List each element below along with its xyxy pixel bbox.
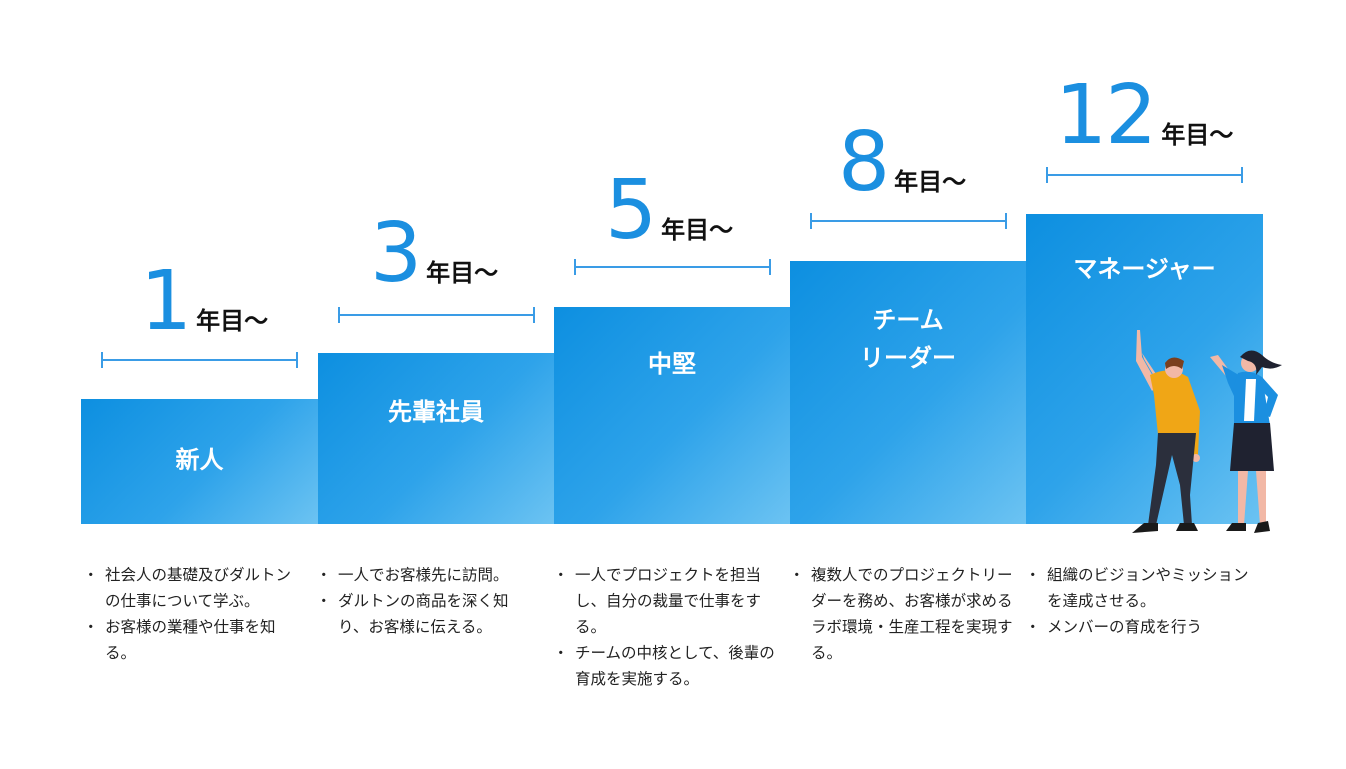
year-label-3: 3 年目〜 (370, 206, 498, 301)
year-suffix: 年目〜 (426, 259, 499, 287)
step-notes-2: 一人でお客様先に訪問。 ダルトンの商品を深く知り、お客様に伝える。 (316, 562, 536, 640)
step-block-4: チーム リーダー (790, 261, 1026, 524)
step-title: 新人 (175, 446, 224, 474)
year-number: 1 (140, 254, 192, 349)
year-suffix: 年目〜 (196, 307, 269, 335)
man-figure (1132, 330, 1200, 533)
note-item: 一人でお客様先に訪問。 (316, 562, 536, 588)
step-title: 先輩社員 (388, 398, 484, 426)
year-label-12: 12 年目〜 (1055, 68, 1233, 163)
year-number: 5 (605, 163, 657, 258)
range-bracket (810, 213, 1007, 229)
step-title: チーム リーダー (860, 306, 956, 372)
note-item: 複数人でのプロジェクトリーダーを務め、お客様が求めるラボ環境・生産工程を実現する… (789, 562, 1014, 666)
note-item: お客様の業種や仕事を知る。 (83, 614, 303, 666)
year-suffix: 年目〜 (1161, 121, 1234, 149)
range-bracket (338, 307, 535, 323)
year-suffix: 年目〜 (894, 168, 967, 196)
note-item: メンバーの育成を行う (1025, 614, 1250, 640)
step-notes-4: 複数人でのプロジェクトリーダーを務め、お客様が求めるラボ環境・生産工程を実現する… (789, 562, 1014, 666)
note-item: 組織のビジョンやミッションを達成させる。 (1025, 562, 1250, 614)
step-notes-3: 一人でプロジェクトを担当し、自分の裁量で仕事をする。 チームの中核として、後輩の… (553, 562, 778, 692)
year-suffix: 年目〜 (661, 216, 734, 244)
note-item: ダルトンの商品を深く知り、お客様に伝える。 (316, 588, 536, 640)
year-number: 3 (370, 206, 422, 301)
step-title: マネージャー (1073, 255, 1216, 283)
range-bracket (1046, 167, 1243, 183)
year-label-1: 1 年目〜 (140, 254, 268, 349)
step-block-1: 新人 (81, 399, 318, 524)
step-block-2: 先輩社員 (318, 353, 554, 524)
people-illustration (1132, 330, 1282, 533)
note-item: 社会人の基礎及びダルトンの仕事について学ぶ。 (83, 562, 303, 614)
step-notes-5: 組織のビジョンやミッションを達成させる。 メンバーの育成を行う (1025, 562, 1250, 640)
range-bracket (574, 259, 771, 275)
range-bracket (101, 352, 298, 368)
woman-figure (1210, 350, 1282, 533)
year-number: 12 (1055, 68, 1157, 163)
year-label-5: 5 年目〜 (605, 163, 733, 258)
step-title: 中堅 (648, 350, 696, 378)
year-label-8: 8 年目〜 (838, 115, 966, 210)
step-notes-1: 社会人の基礎及びダルトンの仕事について学ぶ。 お客様の業種や仕事を知る。 (83, 562, 303, 666)
note-item: 一人でプロジェクトを担当し、自分の裁量で仕事をする。 (553, 562, 778, 640)
year-number: 8 (838, 115, 890, 210)
step-block-3: 中堅 (554, 307, 790, 524)
note-item: チームの中核として、後輩の育成を実施する。 (553, 640, 778, 692)
